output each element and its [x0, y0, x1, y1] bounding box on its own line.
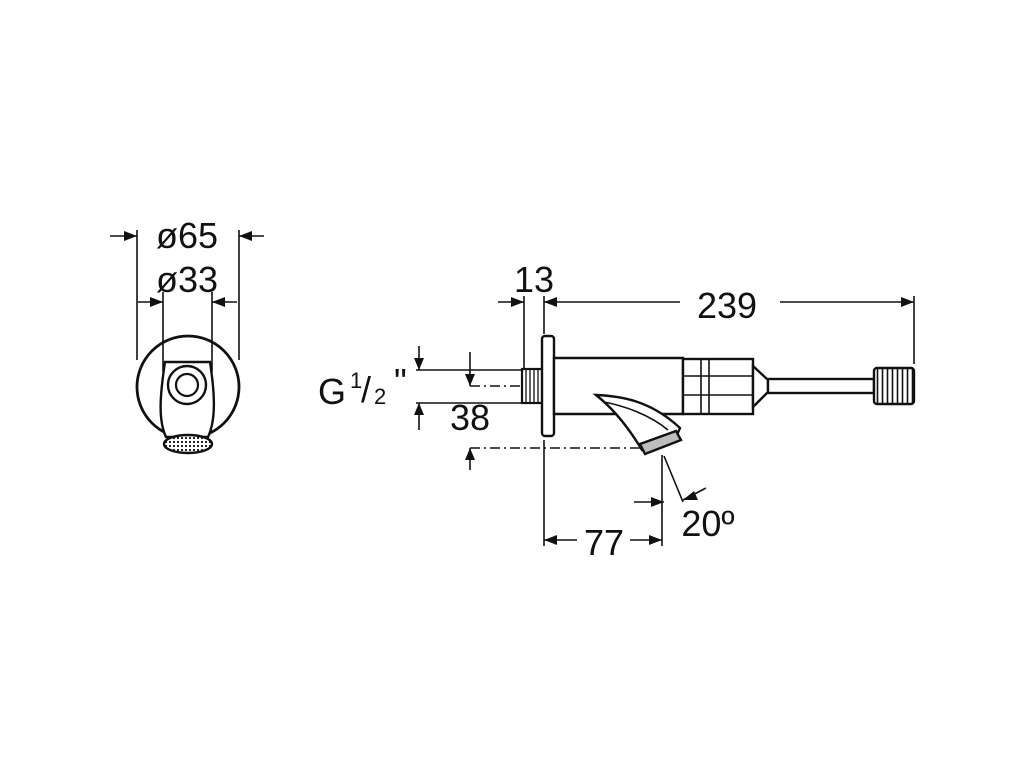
- valve-collar: [681, 357, 755, 416]
- arrow-angle-left: [651, 497, 664, 507]
- valve-cone: [751, 363, 770, 410]
- label-thread-slash: /: [361, 369, 371, 410]
- front-hub-inner: [174, 372, 200, 398]
- arrow-d33-right: [212, 297, 225, 307]
- label-angle: 20º: [681, 503, 734, 544]
- label-38: 38: [450, 397, 490, 438]
- label-thread-suffix: ": [394, 361, 407, 402]
- arrow-38-bottom: [465, 448, 475, 460]
- side-view: 13 239 38 77 20º G 1 / 2 ": [318, 259, 916, 563]
- label-d65: ø65: [156, 215, 218, 256]
- push-button-knurled: [872, 366, 916, 406]
- spout-contour: [603, 401, 669, 431]
- arrow-thread-bottom: [414, 403, 424, 415]
- front-hub-outer: [166, 364, 208, 406]
- arrow-d65-right: [239, 231, 252, 241]
- arrow-239-left: [544, 297, 557, 307]
- arrow-13-left: [511, 297, 524, 307]
- label-d33: ø33: [156, 259, 218, 300]
- arrow-angle-right: [683, 491, 698, 500]
- push-rod: [766, 377, 876, 395]
- label-thread-prefix: G: [318, 371, 346, 412]
- label-thread: G 1 / 2 ": [318, 361, 407, 412]
- arrow-d65-left: [124, 231, 137, 241]
- flange-plate: [540, 334, 556, 438]
- label-77: 77: [584, 522, 624, 563]
- spout-aerator: [638, 429, 683, 456]
- arrow-d33-left: [150, 297, 163, 307]
- arrow-77-left: [544, 535, 557, 545]
- arrow-239-right: [901, 297, 914, 307]
- arrow-77-right: [649, 535, 662, 545]
- thread-connector: [520, 367, 546, 405]
- arrow-38-top: [465, 374, 475, 386]
- label-thread-num: 1: [350, 368, 362, 393]
- label-239: 239: [697, 285, 757, 326]
- front-view: ø65 ø33: [110, 215, 264, 455]
- arrow-thread-top: [414, 358, 424, 370]
- label-13: 13: [514, 259, 554, 300]
- ext-line-angle: [663, 455, 684, 503]
- label-thread-den: 2: [374, 384, 386, 409]
- front-aerator: [162, 433, 214, 455]
